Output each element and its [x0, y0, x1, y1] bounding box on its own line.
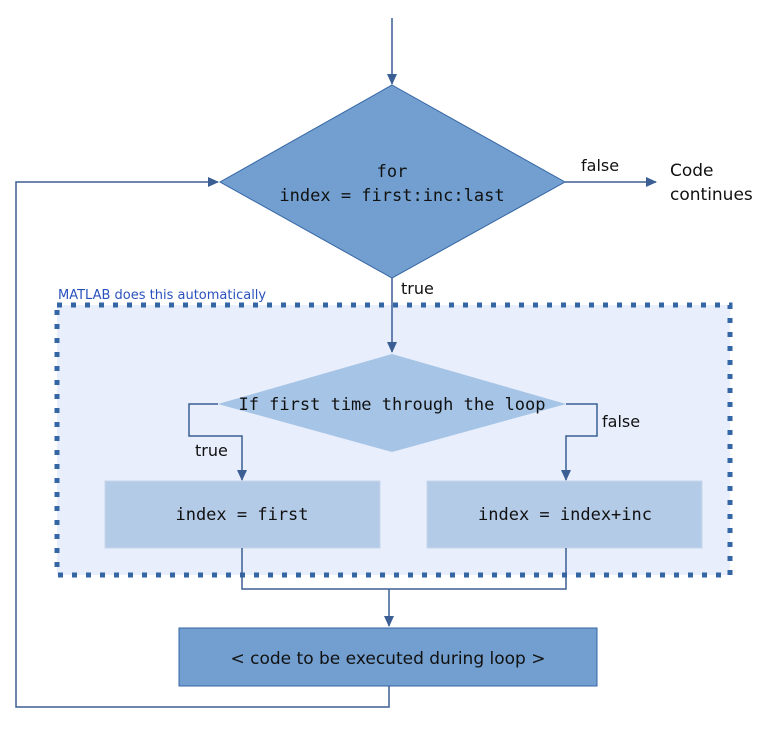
first-time-false-label: false [602, 412, 640, 431]
assign-first-box [104, 480, 381, 549]
first-time-true-arrow [188, 403, 247, 481]
code-continues-line1: Code [670, 161, 714, 181]
first-time-decision-diamond [218, 354, 566, 452]
first-time-false-arrow [561, 403, 598, 481]
for-false-label: false [581, 156, 619, 175]
assign-increment-text: index = index+inc [478, 505, 652, 525]
loop-body-box [178, 627, 598, 687]
for-range-expression: index = first:inc:last [279, 186, 504, 206]
first-time-decision-text: If first time through the loop [238, 395, 545, 415]
code-continues-line2: continues [670, 185, 753, 205]
loop-back-arrow [15, 177, 390, 708]
auto-region-label: MATLAB does this automatically [58, 288, 266, 303]
assign-first-text: index = first [175, 505, 308, 525]
assign-increment-box [426, 480, 703, 549]
loop-body-text: < code to be executed during loop > [231, 649, 546, 669]
merge-line-right [389, 548, 567, 590]
for-keyword: for [377, 162, 408, 182]
merge-line-left [241, 548, 389, 590]
first-time-true-label: true [195, 441, 228, 460]
for-true-label: true [401, 279, 434, 298]
